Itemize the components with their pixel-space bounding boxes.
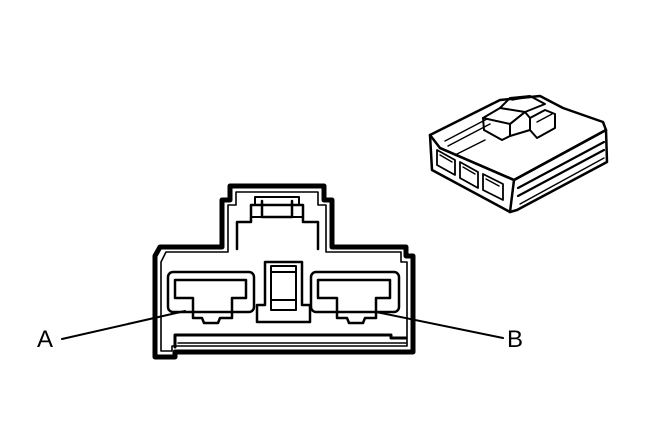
bottom-rail xyxy=(173,333,408,349)
connector-isometric-view xyxy=(428,94,609,214)
connector-body-outline xyxy=(152,183,416,360)
center-latch xyxy=(255,260,312,324)
callout-label-b: B xyxy=(507,326,524,353)
callout-label-a: A xyxy=(37,326,54,353)
terminal-cavity-b xyxy=(309,270,401,325)
leader-line-b xyxy=(375,311,504,339)
top-key xyxy=(235,196,320,251)
leader-line-a xyxy=(61,310,186,340)
terminal-cavity-a xyxy=(166,270,256,325)
